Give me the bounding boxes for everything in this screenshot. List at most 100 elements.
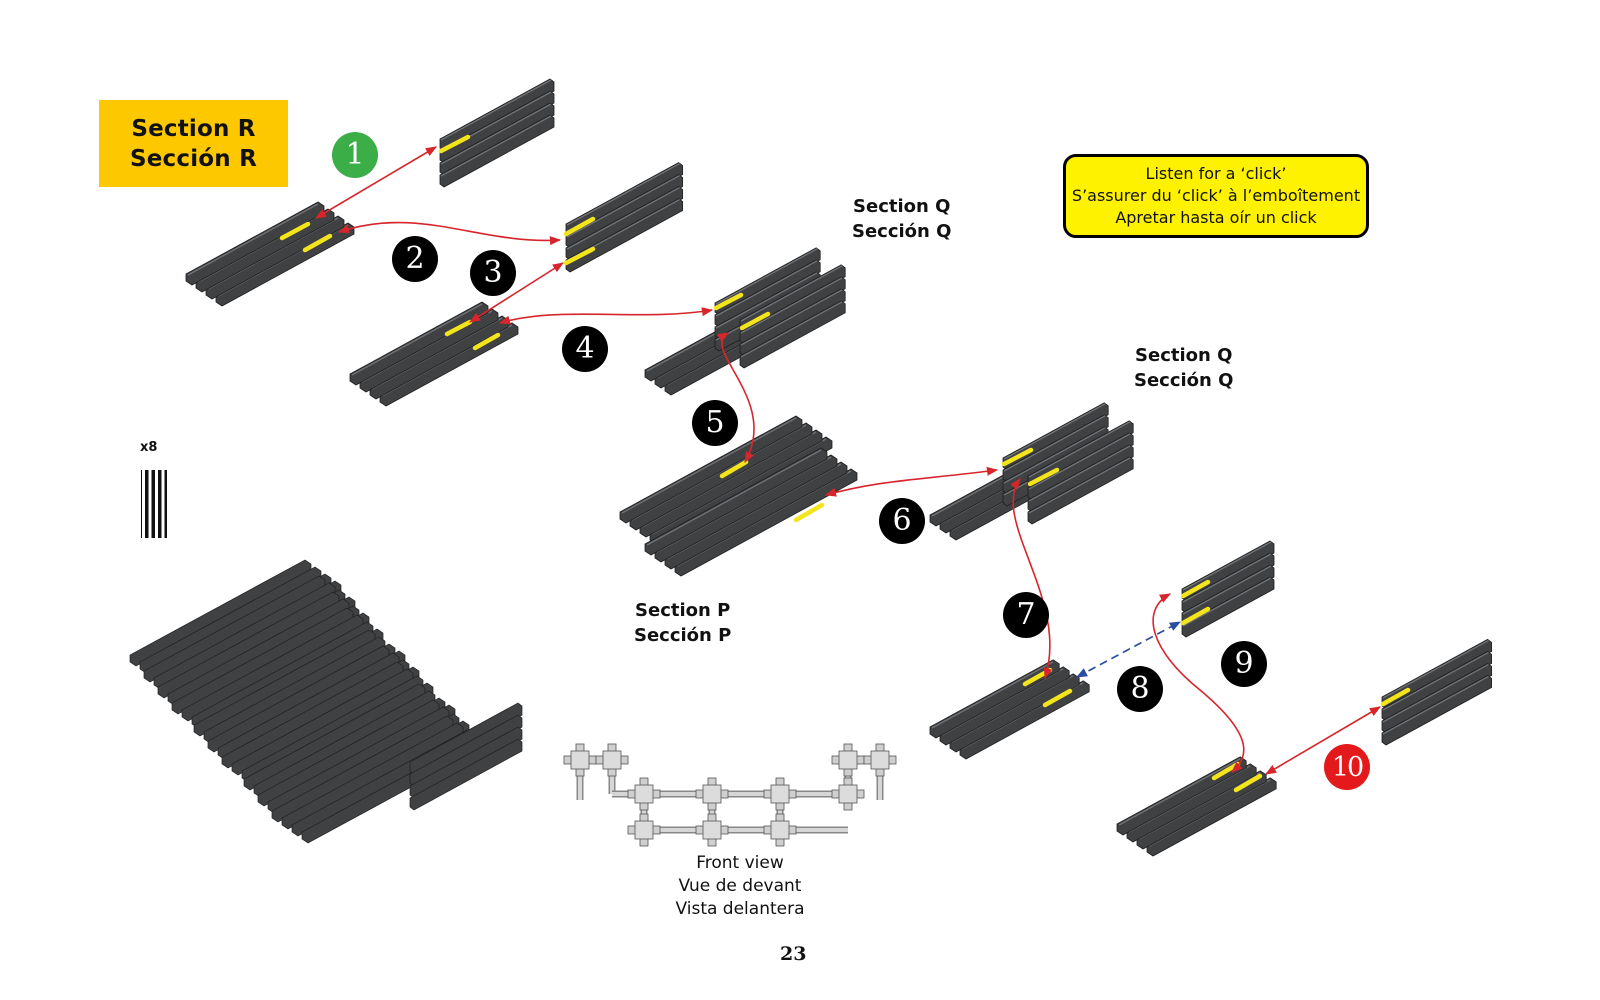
bar-edge (740, 289, 843, 346)
connection-highlight (563, 216, 596, 237)
panel-flat-1 (185, 201, 355, 307)
bar-edge (351, 303, 483, 376)
step-4-marker: 4 (562, 326, 608, 372)
bar-edge (566, 186, 680, 250)
panel-bar (439, 114, 555, 188)
panel-upright-1 (439, 78, 555, 188)
section-q-upper-label: Section Q Sección Q (852, 194, 951, 244)
panel-bar (1146, 777, 1277, 857)
panel-bar (1381, 662, 1492, 734)
bar-edge (1003, 427, 1106, 484)
panel-bar (565, 198, 684, 273)
step-10-marker: 10 (1324, 744, 1370, 790)
connector-cross (695, 777, 729, 811)
assembly-arrows (315, 146, 1381, 775)
connector-cross (695, 813, 729, 847)
panel-bar (565, 174, 684, 249)
section-label-en: Section P (635, 600, 731, 621)
step-number: 8 (1130, 671, 1150, 706)
arrow-step-6 (824, 466, 999, 497)
step-number: 7 (1016, 597, 1036, 632)
section-label-es: Sección Q (1134, 370, 1234, 391)
bar-edge (440, 79, 552, 141)
arrow-step-3 (469, 262, 564, 323)
bar-edge (740, 301, 843, 358)
panel-bar (639, 429, 823, 538)
panel-bar (939, 666, 1070, 746)
step-number: 9 (1234, 646, 1254, 681)
section-label-en: Section Q (1135, 345, 1233, 366)
step-number: 2 (405, 241, 425, 276)
step-number: 10 (1331, 751, 1364, 783)
bar-edge (715, 272, 818, 329)
note-line-es: Apretar hasta oír un click (1115, 208, 1317, 227)
connector-cross (563, 743, 597, 777)
panel-bar (929, 659, 1060, 739)
connection-highlight (719, 459, 749, 479)
step-number: 1 (345, 137, 365, 172)
front-view-es: Vista delantera (675, 899, 805, 919)
quantity-label: x8 (140, 440, 158, 455)
note-line-en: Listen for a ‘click’ (1145, 164, 1287, 183)
connector-cross (763, 813, 797, 847)
step-1-marker: 1 (332, 132, 378, 178)
connector-cross (863, 743, 897, 777)
bar-edge (621, 417, 797, 514)
panel-bar (439, 102, 555, 176)
connection-highlight (302, 233, 333, 253)
connector-cross (831, 777, 865, 811)
connection-highlight (739, 311, 771, 331)
bar-edge (1003, 415, 1106, 472)
connector-cross (763, 777, 797, 811)
section-label-es: Sección Q (852, 221, 952, 242)
step-number: 4 (575, 331, 595, 366)
step-2-marker: 2 (392, 236, 438, 282)
bar-edge (1182, 541, 1272, 591)
panel-bar (1126, 763, 1257, 843)
section-title-es: Sección R (129, 145, 257, 172)
bar-edge (1382, 675, 1489, 735)
section-label-en: Section Q (853, 196, 951, 217)
assembled-section-r (129, 559, 523, 844)
step-5-marker: 5 (692, 400, 738, 446)
step-number: 3 (483, 255, 503, 290)
note-line-fr: S’assurer du ‘click’ à l’emboîtement (1071, 186, 1361, 205)
panel-bar (439, 90, 555, 164)
connection-highlight (279, 221, 311, 241)
step-6-marker: 6 (879, 498, 925, 544)
connection-highlight (1042, 688, 1073, 708)
panel-flat-3 (929, 659, 1090, 760)
bar-edge (646, 449, 822, 546)
front-view-label: Front view Vue de devant Vista delantera (660, 852, 820, 921)
front-view-diagram (563, 743, 897, 847)
connection-highlight (1001, 447, 1034, 467)
arrow-step-7 (1010, 478, 1053, 680)
connection-highlight (1233, 773, 1263, 793)
bar-edge (566, 162, 680, 226)
connection-highlight (472, 332, 501, 351)
bar-edge (740, 277, 843, 334)
connection-highlight (444, 319, 473, 337)
arrow-step-9 (1152, 593, 1245, 773)
bar-edge (1003, 403, 1106, 460)
panel-bar (409, 702, 523, 775)
arrow-step-1 (315, 146, 437, 219)
section-q-lower-label: Section Q Sección Q (1134, 343, 1233, 393)
panel-bar (619, 415, 803, 524)
connector-cross (627, 777, 661, 811)
panel-bar (714, 259, 821, 328)
connection-highlight (793, 502, 825, 523)
panel-bar (1381, 674, 1492, 746)
bar-edge (715, 248, 818, 305)
connector-cross (627, 813, 661, 847)
panel-bar (644, 447, 828, 556)
panel-bar (409, 726, 523, 799)
section-title-en: Section R (131, 115, 256, 142)
bar-edge (1028, 421, 1131, 478)
bar-edge (566, 174, 680, 238)
step-number: 6 (892, 503, 912, 538)
section-label-es: Sección P (634, 625, 732, 646)
panel-flat-4 (1116, 756, 1277, 857)
bar-edge (440, 115, 552, 177)
panel-bar (409, 738, 523, 811)
